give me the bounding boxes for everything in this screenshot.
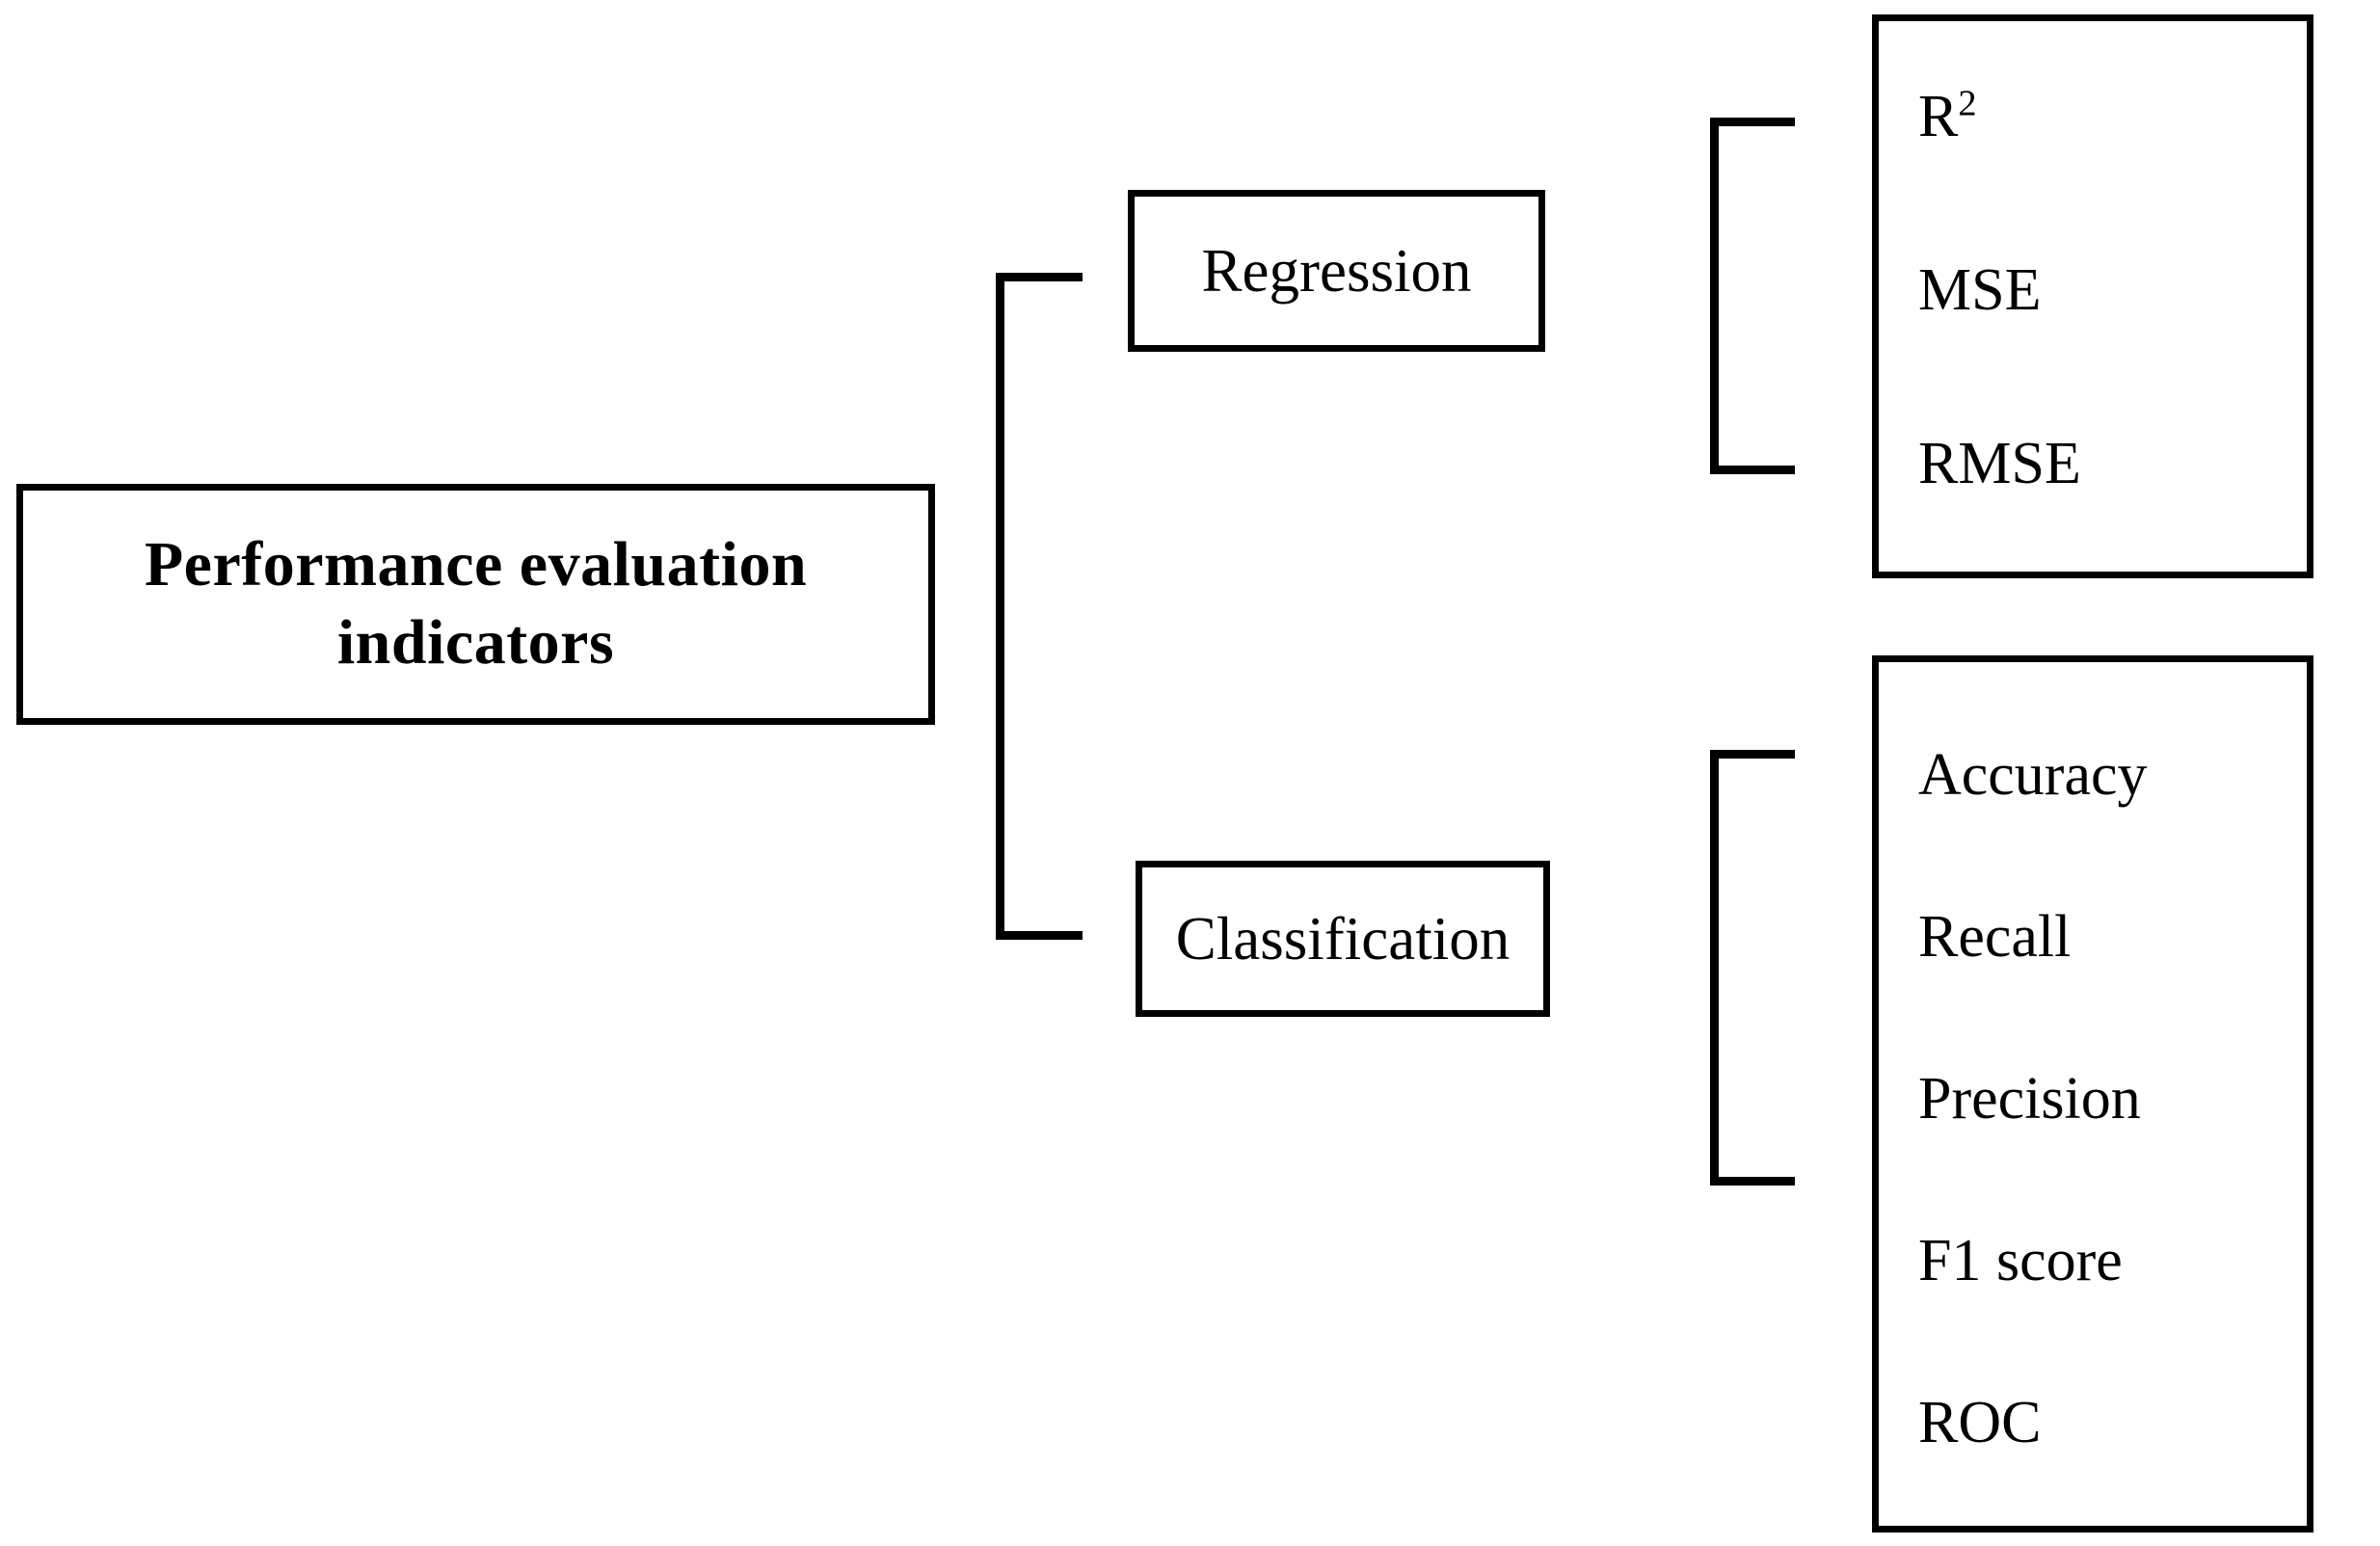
bracket-classification-stem [1710,750,1719,1186]
node-regression: Regression [1128,190,1545,352]
bracket-classification-arm-bottom [1710,1177,1795,1186]
metric-label: ROC [1918,1390,2042,1455]
bracket-root-arm-top [996,273,1083,281]
metric-item: Precision [1918,1069,2141,1129]
metric-item: F1 score [1918,1231,2123,1291]
classification-metrics-box: Accuracy Recall Precision F1 score ROC [1872,655,2313,1533]
bracket-classification-to-metrics [1710,750,1795,1186]
root-node-label: Performance evaluation indicators [106,526,845,681]
node-performance-evaluation-indicators: Performance evaluation indicators [16,484,935,725]
metric-label: Precision [1918,1066,2141,1132]
bracket-regression-stem [1710,118,1719,474]
bracket-regression-to-metrics [1710,118,1795,474]
metric-item: R2 [1918,84,1977,149]
metric-item: ROC [1918,1393,2041,1453]
metric-label: F1 score [1918,1228,2123,1293]
bracket-classification-arm-top [1710,750,1795,759]
root-node-label-line1: Performance evaluation [144,529,808,600]
regression-metrics-box: R2 MSE RMSE [1872,14,2313,578]
metric-label: MSE [1918,257,2042,323]
metric-item: Accuracy [1918,745,2148,805]
bracket-regression-arm-bottom [1710,466,1795,474]
metric-label: Recall [1918,904,2072,970]
metric-label: R [1918,84,1959,149]
metric-item: MSE [1918,260,2041,320]
metric-superscript: 2 [1958,83,1977,124]
metric-label: Accuracy [1918,742,2148,808]
regression-node-label: Regression [1201,236,1472,305]
root-node-label-line2: indicators [336,607,615,678]
bracket-regression-arm-top [1710,118,1795,126]
metric-item: RMSE [1918,434,2081,493]
bracket-root-arm-bottom [996,931,1083,940]
node-classification: Classification [1136,861,1550,1017]
metric-item: Recall [1918,907,2071,967]
classification-node-label: Classification [1175,904,1511,973]
bracket-root-to-branches [996,273,1083,940]
metric-label: RMSE [1918,431,2081,496]
bracket-root-stem [996,273,1004,940]
